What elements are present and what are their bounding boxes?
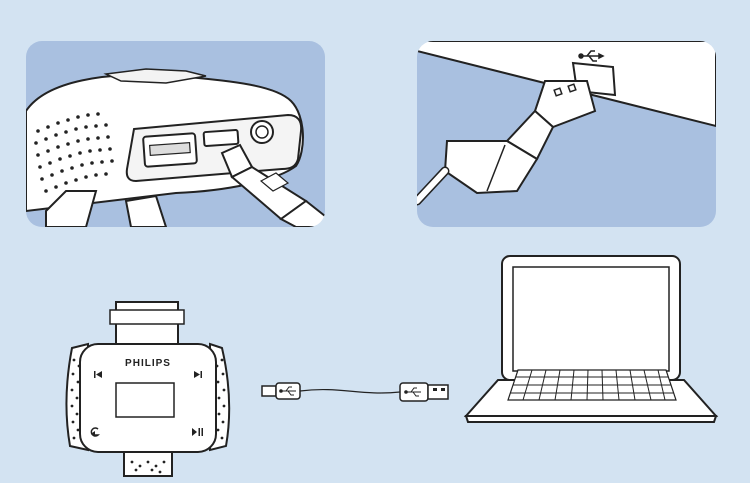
media-player-device: PHILIPS [65, 301, 231, 477]
usb-icon [578, 50, 605, 62]
device-port-closeup-illustration [26, 68, 325, 227]
laptop [463, 255, 719, 423]
back-icon[interactable] [90, 427, 100, 437]
device-stand [45, 190, 98, 227]
mini-usb-port [202, 128, 240, 148]
device-brand-label: PHILIPS [125, 358, 171, 369]
usb-cable [261, 382, 449, 402]
audio-jack-inner [255, 125, 269, 139]
device-dial [123, 451, 173, 477]
play-pause-icon[interactable] [192, 428, 203, 436]
laptop-screen [512, 266, 670, 372]
usb-a-plug [417, 80, 597, 206]
device-screen [115, 382, 175, 418]
device-port-closeup-panel [26, 41, 325, 227]
usb-icon [404, 387, 421, 397]
computer-port-closeup-illustration [417, 41, 716, 206]
usb-a-port-tongue [148, 141, 191, 157]
device-top-ridge [103, 68, 207, 84]
laptop-base-edge [464, 415, 718, 423]
next-icon[interactable] [194, 371, 202, 378]
usb-icon [279, 386, 296, 396]
cable-mini-usb-end [261, 385, 277, 397]
keyboard-keys [510, 369, 674, 401]
computer-port-closeup-panel [417, 41, 716, 227]
previous-icon[interactable] [94, 371, 102, 378]
speaker-grille [34, 112, 114, 193]
device-stand-right [124, 194, 168, 227]
cable-usb-a-end [427, 384, 449, 400]
connection-overview-illustration: PHILIPS [65, 255, 719, 477]
mini-usb-plug [220, 143, 325, 227]
